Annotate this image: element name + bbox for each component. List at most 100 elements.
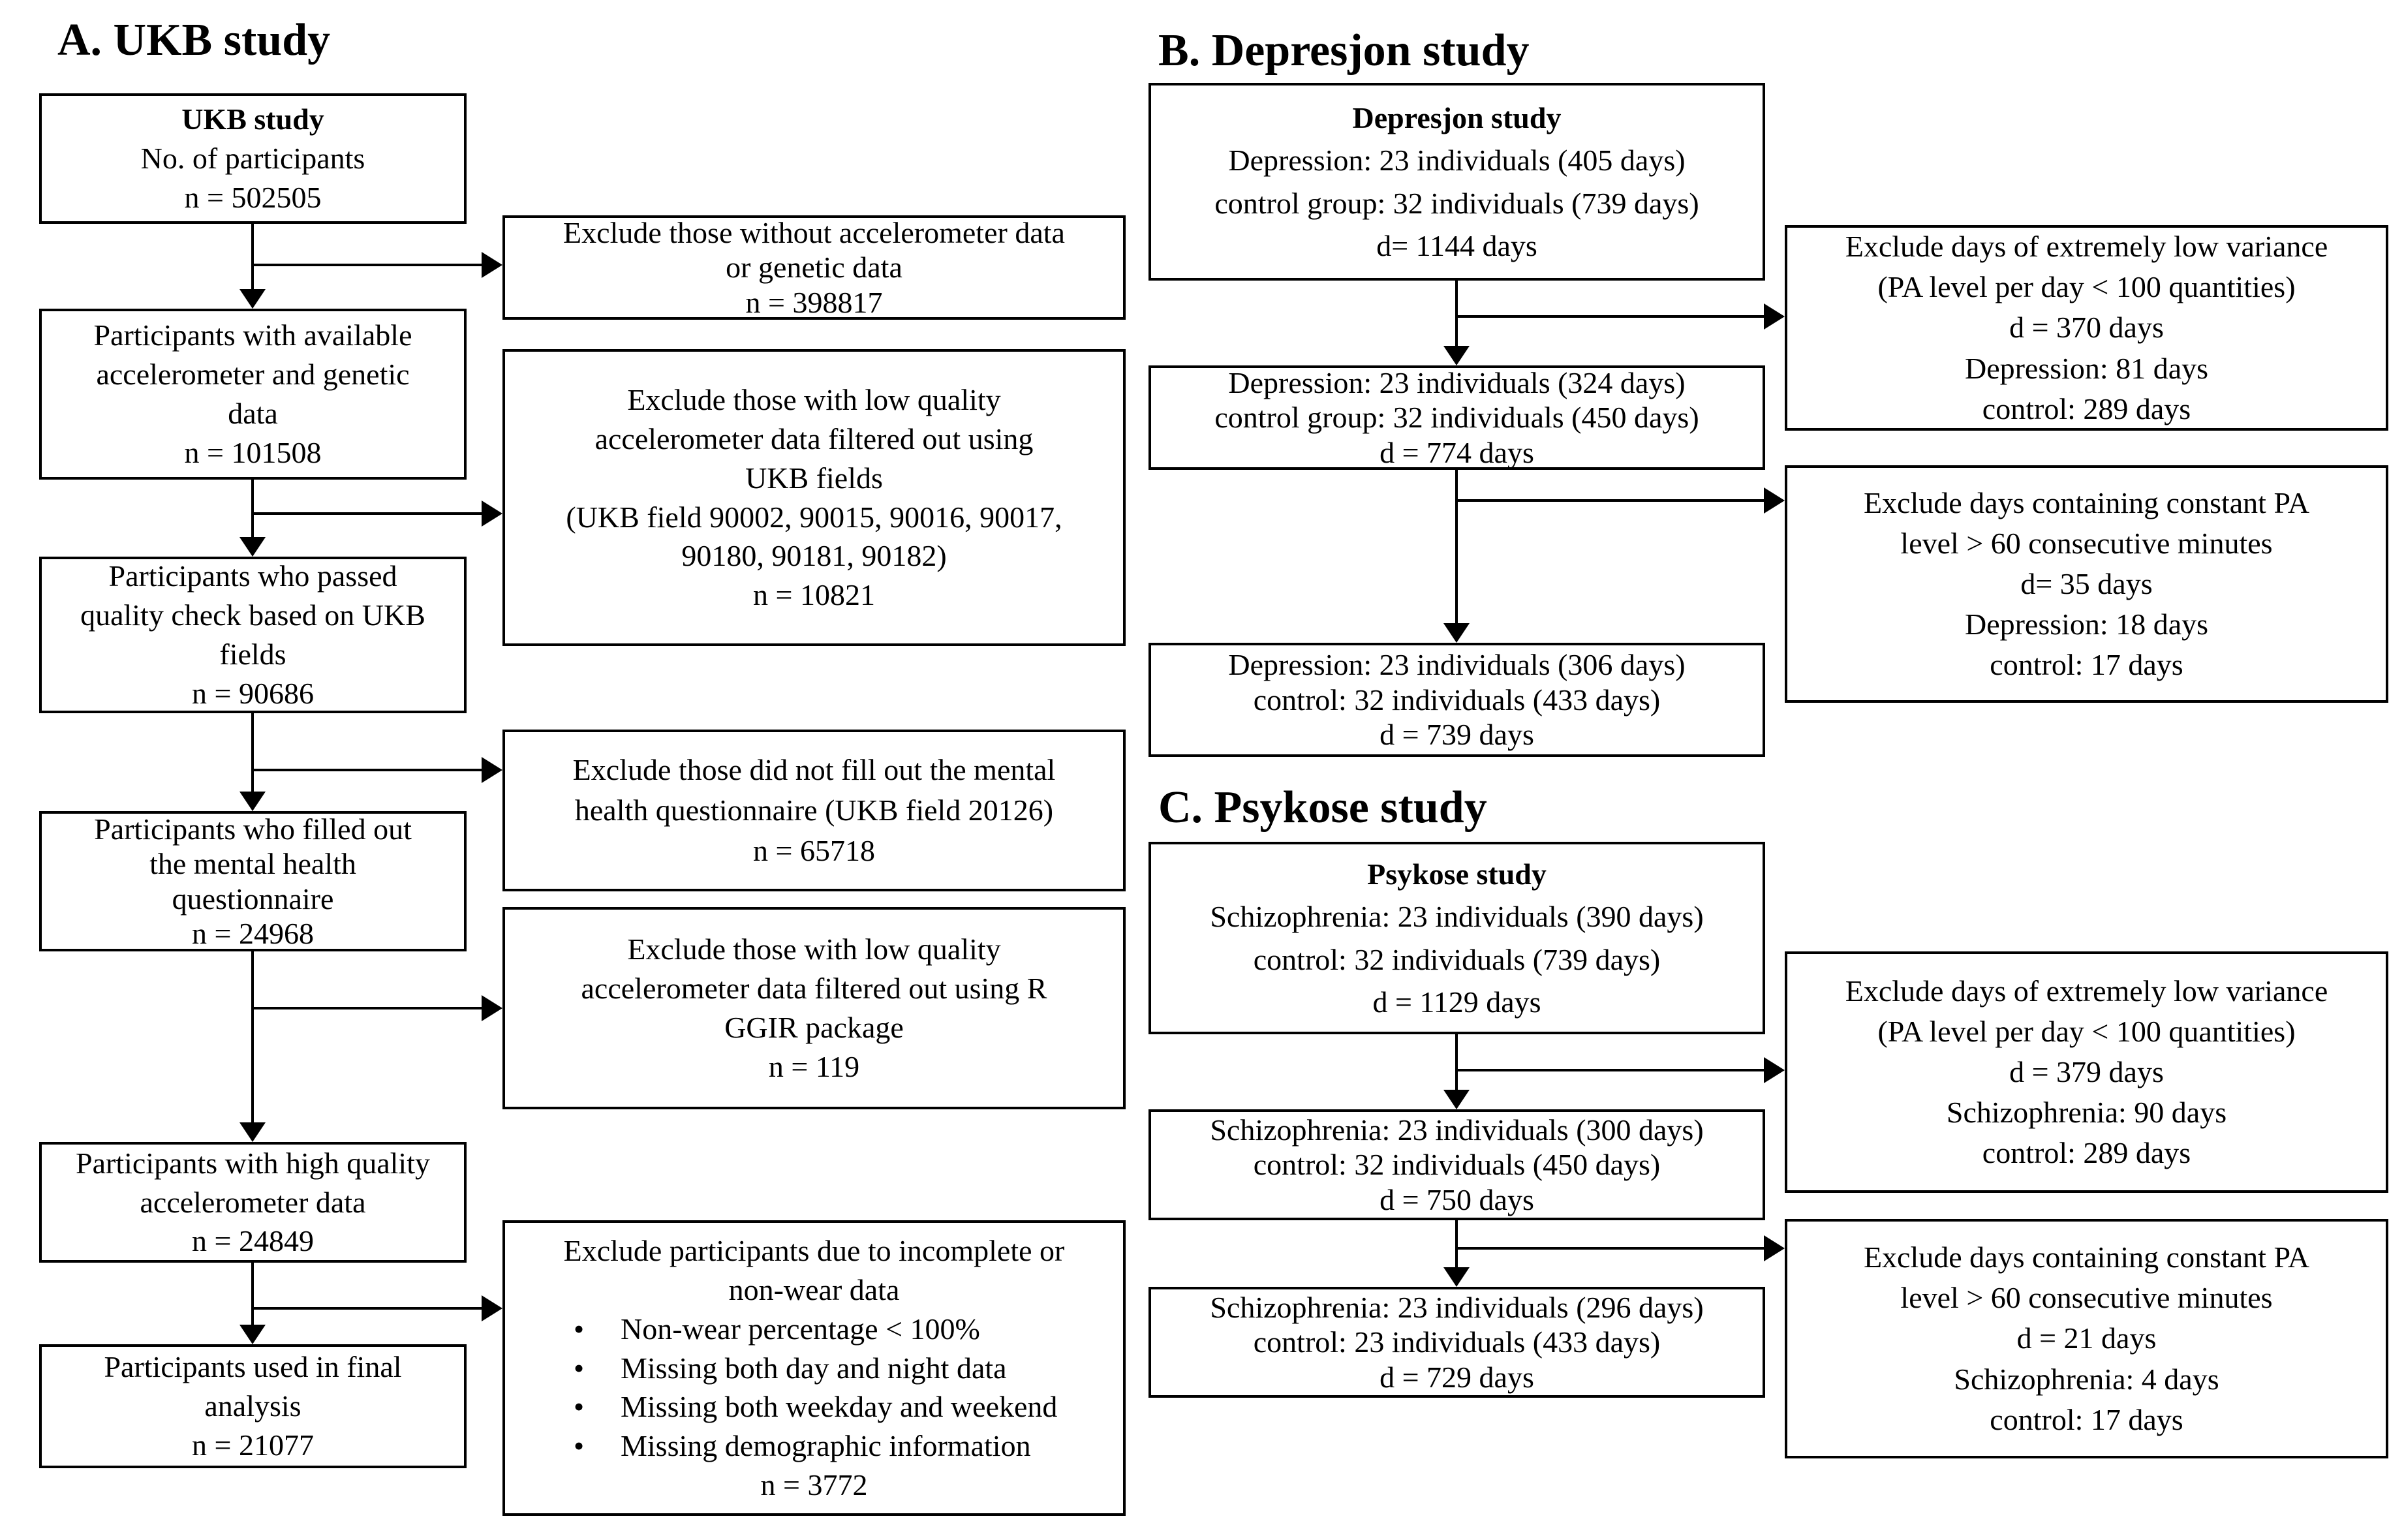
exclusion-title: Exclude participants due to incomplete o… (505, 1231, 1123, 1310)
text-line: control group: 32 individuals (739 days) (1214, 186, 1699, 220)
text-line: d = 21 days (2016, 1321, 2157, 1355)
text-line: d= 35 days (2020, 566, 2153, 600)
text-line: Schizophrenia: 90 days (1946, 1096, 2227, 1130)
flow-line-down (251, 951, 254, 1122)
arrow-right-icon (1764, 1235, 1785, 1261)
panel-b-heading: B. Depresjon study (1158, 25, 1530, 76)
text-line: Depression: 23 individuals (306 days) (1228, 648, 1686, 682)
text-line: n = 119 (768, 1049, 860, 1083)
text-line: Participants who passed (108, 559, 397, 593)
text-line: control: 289 days (1982, 1136, 2191, 1170)
box-depresjon-exclude-low-variance: Exclude days of extremely low variance(P… (1785, 225, 2388, 431)
box-depresjon-final: Depression: 23 individuals (306 days)con… (1148, 643, 1765, 757)
text-line: accelerometer data (140, 1185, 366, 1219)
arrow-down-icon (1443, 623, 1470, 643)
text-line: 90180, 90181, 90182) (681, 539, 947, 573)
box-ukb-exclude-low-quality-fields: Exclude those with low quality accelerome… (502, 349, 1126, 646)
flow-line-down (251, 1263, 254, 1325)
text-line: No. of participants (140, 142, 365, 176)
text-line: Missing both day and night data (574, 1349, 1123, 1388)
text-line: Exclude those did not fill out the menta… (572, 752, 1056, 786)
arrow-down-icon (239, 537, 266, 557)
arrow-right-icon (482, 252, 502, 278)
text-line: Schizophrenia: 4 days (1954, 1362, 2219, 1396)
arrow-right-icon (1764, 487, 1785, 514)
text-line: non-wear data (728, 1273, 900, 1307)
text-line: Schizophrenia: 23 individuals (300 days) (1210, 1113, 1704, 1147)
arrow-right-icon (1764, 303, 1785, 330)
text-line: n = 502505 (184, 180, 322, 214)
text-line: Exclude those with low quality (627, 383, 1001, 417)
text-line: (PA level per day < 100 quantities) (1877, 1014, 2296, 1048)
flow-line-down (1455, 1220, 1458, 1267)
exclusion-count: n = 3772 (760, 1468, 868, 1502)
text-line: accelerometer and genetic (96, 358, 410, 392)
text-line: Participants with high quality (76, 1146, 430, 1180)
text-line: level > 60 consecutive minutes (1900, 1281, 2273, 1315)
text-line: control: 17 days (1990, 648, 2183, 682)
arrow-right-icon (482, 501, 502, 527)
text-line: d = 739 days (1379, 718, 1534, 752)
flow-line-branch (1456, 315, 1764, 318)
text-line: n = 65718 (753, 834, 875, 868)
text-line: Schizophrenia: 23 individuals (296 days) (1210, 1290, 1704, 1324)
text-line: n = 101508 (184, 435, 322, 469)
text-line: Depression: 18 days (1964, 608, 2209, 641)
flow-line-down (251, 224, 254, 289)
arrow-down-icon (1443, 1090, 1470, 1109)
text-line: or genetic data (726, 251, 902, 285)
text-line: quality check based on UKB (80, 598, 425, 632)
box-depresjon-step2: Depression: 23 individuals (324 days)con… (1148, 365, 1765, 470)
flow-line-down (1455, 1034, 1458, 1090)
flow-line-down (1455, 281, 1458, 346)
text-line: Participants used in final (104, 1350, 402, 1384)
arrow-down-icon (1443, 346, 1470, 365)
box-psykose-step2: Schizophrenia: 23 individuals (300 days)… (1148, 1109, 1765, 1220)
text-line: the mental health (149, 847, 356, 881)
text-line: control: 32 individuals (433 days) (1253, 683, 1661, 716)
text-line: d = 379 days (2009, 1055, 2164, 1088)
flow-line-branch (1456, 1069, 1764, 1071)
text-line: n = 398817 (745, 285, 883, 319)
text-line: Participants who filled out (94, 812, 412, 846)
box-psykose-final: Schizophrenia: 23 individuals (296 days)… (1148, 1287, 1765, 1398)
text-line: n = 24968 (192, 916, 314, 950)
flow-line-down (251, 713, 254, 792)
text-line: analysis (204, 1389, 301, 1423)
text-line: Exclude days containing constant PA (1863, 485, 2310, 519)
arrow-right-icon (482, 995, 502, 1021)
text-line: Missing demographic information (574, 1426, 1123, 1466)
text-line: level > 60 consecutive minutes (1900, 526, 2273, 560)
panel-a-heading: A. UKB study (57, 15, 331, 65)
text-line: Depresjon study (1352, 100, 1562, 134)
flow-line-down (1455, 470, 1458, 623)
text-line: (PA level per day < 100 quantities) (1877, 270, 2296, 304)
text-line: Exclude days containing constant PA (1863, 1240, 2310, 1274)
box-psykose-exclude-constant-pa: Exclude days containing constant PA level… (1785, 1219, 2388, 1458)
arrow-right-icon (482, 757, 502, 783)
box-ukb-high-quality: Participants with high quality accelerome… (39, 1142, 467, 1263)
text-line: n = 21077 (192, 1428, 314, 1462)
text-line: d = 1129 days (1372, 985, 1541, 1019)
panel-c-heading: C. Psykose study (1158, 782, 1487, 833)
box-ukb-exclude-nonwear: Exclude participants due to incomplete o… (502, 1220, 1126, 1516)
text-line: accelerometer data filtered out using (594, 422, 1034, 455)
text-line: d= 1144 days (1376, 228, 1537, 262)
text-line: Depression: 81 days (1964, 351, 2209, 385)
flow-line-down (251, 480, 254, 537)
text-line: control: 289 days (1982, 392, 2191, 425)
text-line: Schizophrenia: 23 individuals (390 days) (1210, 900, 1704, 934)
text-line: Exclude those without accelerometer data (563, 215, 1065, 249)
text-line: control: 32 individuals (450 days) (1253, 1148, 1661, 1182)
flow-line-branch (1456, 499, 1764, 502)
text-line: n = 90686 (192, 676, 314, 710)
flow-line-branch (1456, 1247, 1764, 1250)
text-line: Depression: 23 individuals (405 days) (1228, 144, 1686, 177)
flow-line-branch (253, 512, 482, 515)
text-line: (UKB field 90002, 90015, 90016, 90017, (566, 500, 1062, 534)
